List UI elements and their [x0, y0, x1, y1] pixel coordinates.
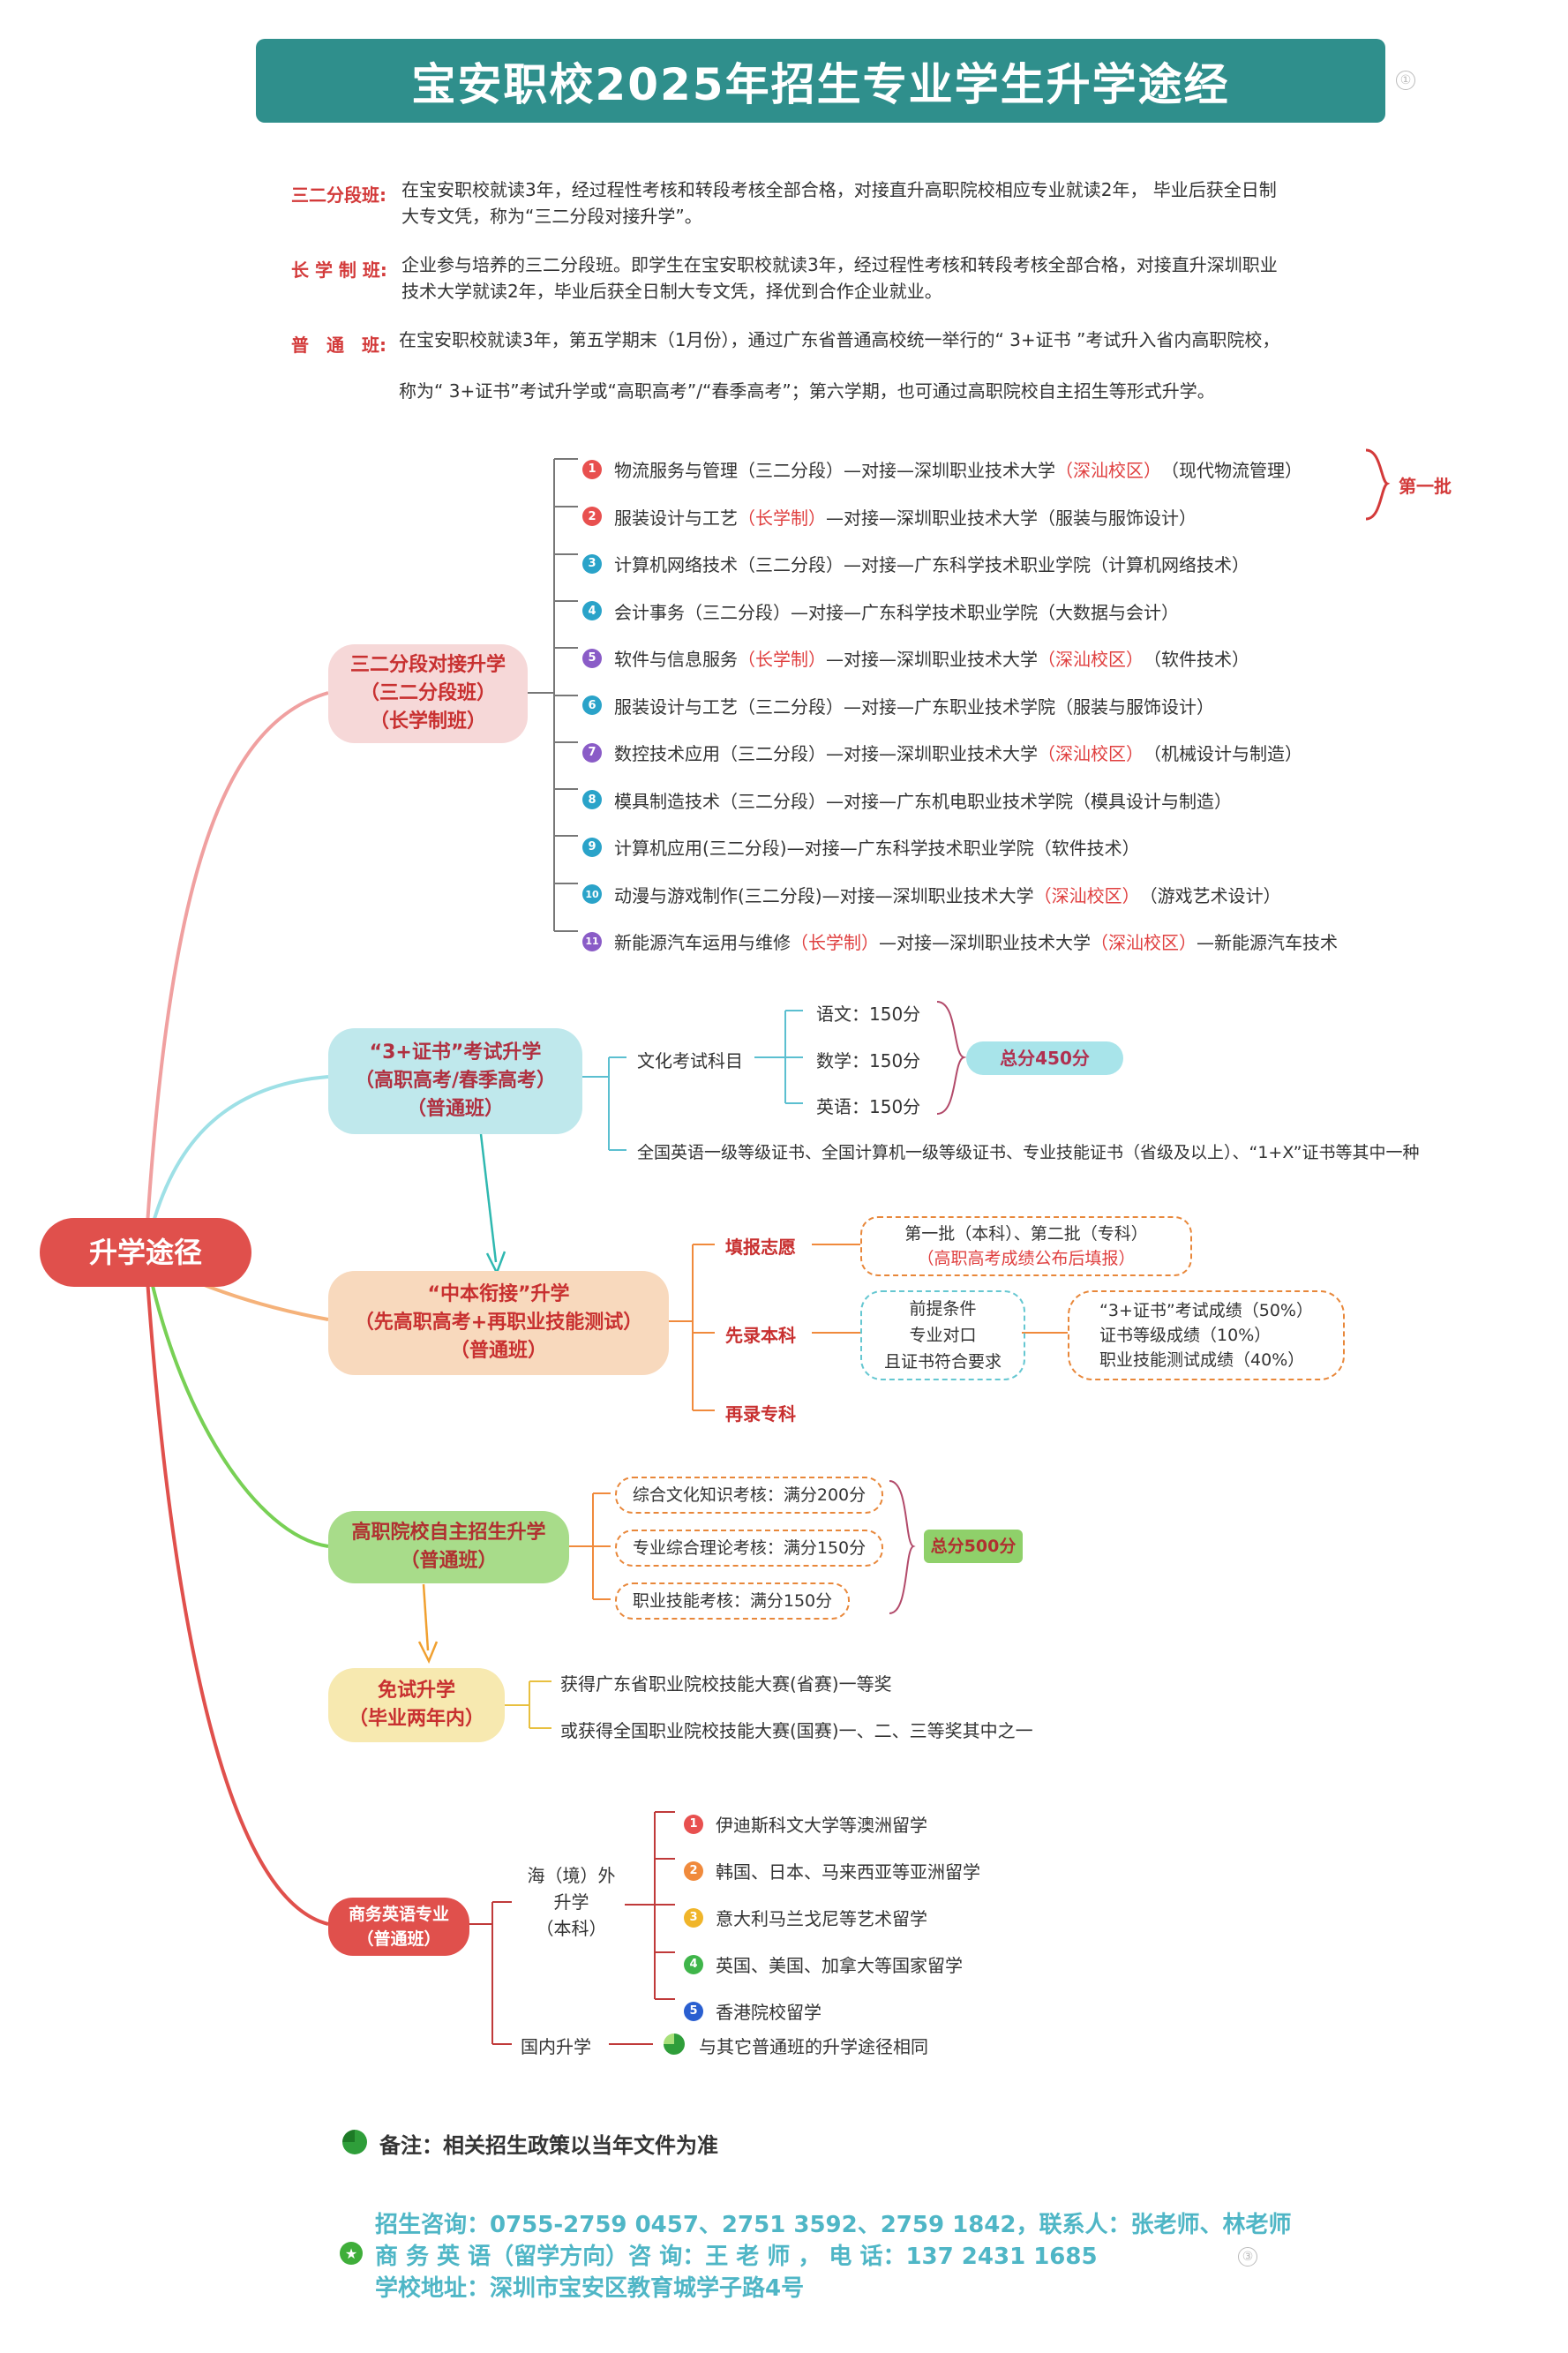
- watermark-number: ①: [1396, 71, 1415, 90]
- step-undergrad-first: 先录本科: [725, 1325, 796, 1346]
- intro-label-32: 三二分段班:: [291, 184, 386, 206]
- note-icon: [342, 2130, 367, 2154]
- subject-label: 文化考试科目: [637, 1050, 743, 1071]
- branch-32-node: 三二分段对接升学（三二分段班）（长学制班）: [328, 644, 528, 743]
- score-weights-box: “3+证书”考试成绩（50%）证书等级成绩（10%）职业技能测试成绩（40%）: [1068, 1290, 1345, 1380]
- exam-theory: 专业综合理论考核：满分150分: [615, 1530, 883, 1567]
- intro-label-normal: 普 通 班:: [291, 335, 386, 356]
- exam-skill: 职业技能考核：满分150分: [615, 1582, 850, 1620]
- intro-text-normal-1: 在宝安职校就读3年，第五学期末（1月份），通过广东省普通高校统一举行的“ 3+证…: [399, 329, 1280, 350]
- step-college-after: 再录专科: [725, 1403, 796, 1425]
- branch-exempt-node: 免试升学（毕业两年内）: [328, 1668, 505, 1742]
- branch-self-admission-node: 高职院校自主招生升学（普通班）: [328, 1511, 569, 1583]
- intro-text-normal-2: 称为“ 3+证书”考试升学或“高职高考”/“春季高考”；第六学期，也可通过高职院…: [399, 380, 1215, 402]
- first-batch-label: 第一批: [1399, 476, 1452, 497]
- intro-text-long: 企业参与培养的三二分段班。即学生在宝安职校就读3年，经过程性考核和转段考核全部合…: [401, 254, 1278, 302]
- batch-box: 第一批（本科）、第二批（专科）（高职高考成绩公布后填报）: [860, 1216, 1192, 1276]
- exam-culture: 综合文化知识考核：满分200分: [615, 1477, 883, 1514]
- star-icon: ★: [340, 2242, 363, 2265]
- note-text: 备注：相关招生政策以当年文件为准: [379, 2133, 718, 2158]
- domestic-label: 国内升学: [521, 2036, 591, 2057]
- watermark-number: ③: [1238, 2247, 1257, 2267]
- root-node: 升学途径: [40, 1218, 251, 1287]
- total-500-badge: 总分500分: [924, 1530, 1023, 1563]
- step-fill-application: 填报志愿: [725, 1237, 796, 1258]
- prerequisite-box: 前提条件专业对口且证书符合要求: [860, 1290, 1025, 1380]
- total-450-badge: 总分450分: [966, 1041, 1123, 1075]
- school-address: 学校地址：深圳市宝安区教育城学子路4号: [375, 2275, 805, 2302]
- pie-icon: [664, 2034, 685, 2055]
- subject-english: 英语：150分: [816, 1096, 921, 1117]
- exempt-provincial: 获得广东省职业院校技能大赛(省赛)一等奖: [560, 1673, 892, 1695]
- contact-admissions: 招生咨询：0755-2759 0457、2751 3592、2759 1842，…: [375, 2212, 1292, 2238]
- page-title: 宝安职校2025年招生专业学生升学途经: [256, 39, 1385, 123]
- contact-business-english: 商 务 英 语（留学方向）咨 询：王 老 师 ， 电 话：137 2431 16…: [375, 2244, 1098, 2270]
- abroad-label: 海（境）外升学（本科）: [527, 1865, 616, 1939]
- branch-3plus-node: “3+证书”考试升学（高职高考/春季高考）（普通班）: [328, 1028, 582, 1134]
- branch-business-english-node: 商务英语专业（普通班）: [328, 1898, 469, 1956]
- cert-requirements: 全国英语一级等级证书、全国计算机一级等级证书、专业技能证书（省级及以上）、“1+…: [637, 1143, 1420, 1162]
- exempt-national: 或获得全国职业院校技能大赛(国赛)一、二、三等奖其中之一: [560, 1720, 1033, 1741]
- intro-text-32: 在宝安职校就读3年，经过程性考核和转段考核全部合格，对接直升高职院校相应专业就读…: [401, 179, 1277, 227]
- subject-chinese: 语文：150分: [816, 1004, 921, 1025]
- subject-math: 数学：150分: [816, 1050, 921, 1071]
- domestic-item: 与其它普通班的升学途径相同: [699, 2036, 928, 2057]
- intro-label-long: 长 学 制 班:: [291, 259, 387, 281]
- branch-zhongben-node: “中本衔接”升学（先高职高考+再职业技能测试）（普通班）: [328, 1271, 669, 1375]
